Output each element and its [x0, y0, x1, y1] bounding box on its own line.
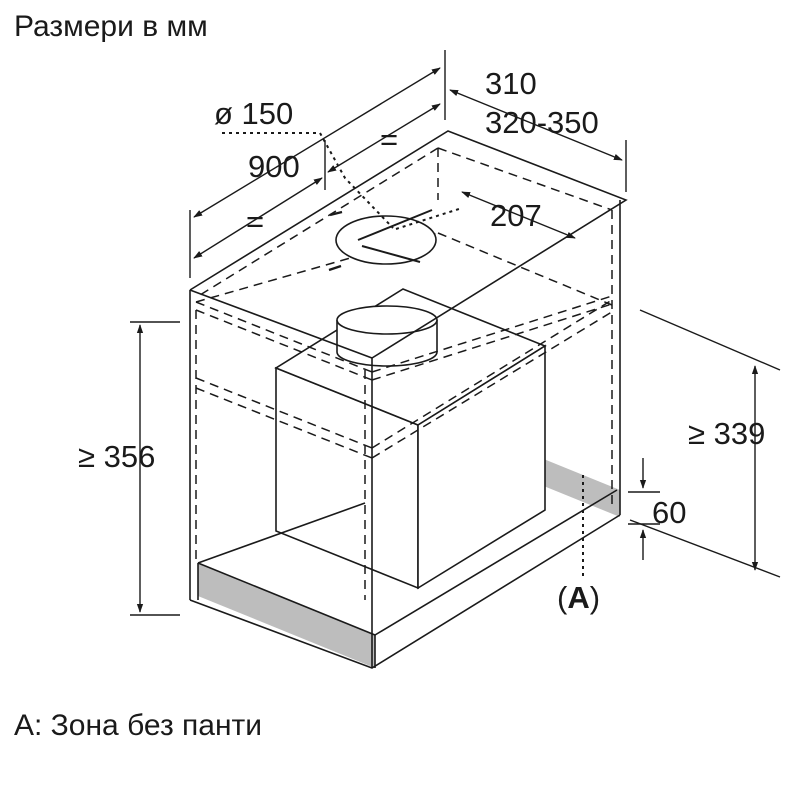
hood-side-face — [417, 344, 546, 590]
height-left-label: ≥ 356 — [78, 439, 155, 474]
hinge-free-zone-front — [198, 563, 375, 668]
width-dimension-line — [193, 67, 441, 218]
width-label: 900 — [248, 149, 300, 184]
depth-label-320-350: 320-350 — [485, 105, 599, 140]
depth-label-310: 310 — [485, 66, 537, 101]
offset-dimension-line — [461, 191, 576, 239]
legend-note: A: Зона без панти — [14, 709, 263, 742]
hood-duct-collar — [336, 305, 438, 367]
page-title: Размери в мм — [14, 10, 208, 43]
callout-letter: A — [567, 580, 589, 615]
callout-close-paren: ) — [590, 580, 600, 615]
wall-cabinet — [189, 130, 628, 669]
hood-body — [274, 288, 547, 590]
height-right-label: ≥ 339 — [688, 416, 765, 451]
equal-half-right-dimension — [327, 103, 441, 173]
equal-half-left-dimension — [193, 177, 323, 259]
equal-sign-right: = — [380, 122, 398, 157]
hidden-edges — [195, 147, 616, 600]
dimension-lines — [130, 50, 781, 616]
callout-a: (A) — [557, 580, 600, 615]
top-cutout — [335, 209, 437, 265]
offset-label: 207 — [490, 198, 542, 233]
depth-dimension-line — [449, 89, 623, 161]
equal-sign-left: = — [246, 204, 264, 239]
callout-open-paren: ( — [557, 580, 568, 615]
strip-height-label: 60 — [652, 495, 686, 530]
duct-diameter-label: ø 150 — [214, 96, 293, 131]
